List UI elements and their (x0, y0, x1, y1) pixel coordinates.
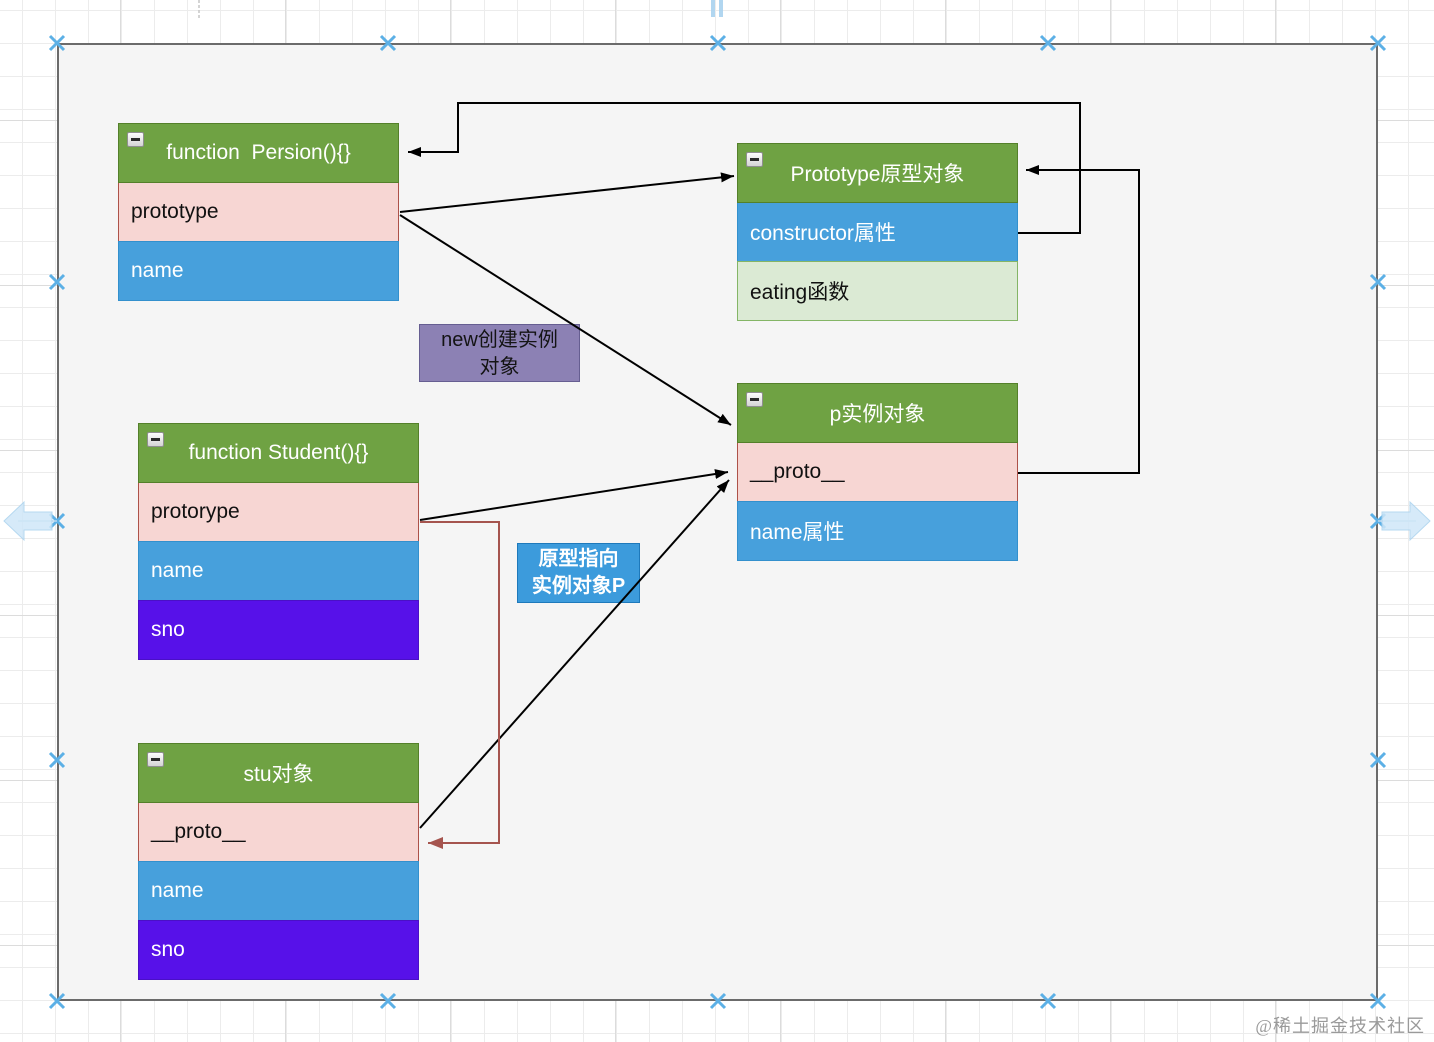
row-protorype[interactable]: protorype (138, 482, 419, 542)
box-title: p实例对象 (829, 403, 926, 426)
row-label: __proto__ (151, 820, 246, 843)
row-label: __proto__ (750, 460, 845, 483)
row-prototype[interactable]: prototype (118, 182, 399, 242)
watermark: @稀土掘金技术社区 (1255, 1016, 1425, 1036)
row-label: eating函数 (750, 281, 850, 304)
box-title: function Student(){} (188, 441, 369, 464)
row-name[interactable]: name (138, 861, 419, 921)
row-constructor[interactable]: constructor属性 (737, 202, 1018, 262)
note-new-instance[interactable]: new创建实例 对象 (419, 324, 580, 382)
box-title: Prototype原型对象 (790, 163, 965, 186)
row-label: constructor属性 (750, 222, 896, 245)
row-label: name (151, 559, 204, 582)
row-label: sno (151, 618, 185, 641)
uml-box-persion-header[interactable]: function Persion(){} (118, 123, 399, 183)
note-line: new创建实例 (441, 329, 558, 351)
note-proto-points[interactable]: 原型指向 实例对象P (517, 543, 640, 603)
uml-box-student[interactable]: function Student(){} protorype name sno (138, 423, 419, 660)
uml-box-stu[interactable]: stu对象 __proto__ name sno (138, 743, 419, 980)
note-line: 对象 (479, 356, 520, 378)
uml-box-prototype-object[interactable]: Prototype原型对象 constructor属性 eating函数 (737, 143, 1018, 321)
uml-box-p-instance-header[interactable]: p实例对象 (737, 383, 1018, 443)
row-name[interactable]: name (138, 541, 419, 601)
box-title: stu对象 (243, 763, 314, 786)
note-line: 实例对象P (531, 575, 626, 597)
row-proto[interactable]: __proto__ (737, 442, 1018, 502)
uml-box-stu-header[interactable]: stu对象 (138, 743, 419, 803)
row-proto[interactable]: __proto__ (138, 802, 419, 862)
uml-box-student-header[interactable]: function Student(){} (138, 423, 419, 483)
scroll-hint-top-icon[interactable] (719, 0, 723, 17)
row-eating[interactable]: eating函数 (737, 261, 1018, 321)
note-line: 原型指向 (538, 548, 619, 570)
box-title: function Persion(){} (166, 141, 351, 164)
collapse-minus-icon[interactable] (147, 752, 164, 767)
row-sno[interactable]: sno (138, 600, 419, 660)
row-sno[interactable]: sno (138, 920, 419, 980)
uml-box-p-instance[interactable]: p实例对象 __proto__ name属性 (737, 383, 1018, 561)
collapse-minus-icon[interactable] (127, 132, 144, 147)
row-label: prototype (131, 200, 219, 223)
row-label: protorype (151, 500, 240, 523)
uml-box-persion[interactable]: function Persion(){} prototype name (118, 123, 399, 301)
collapse-minus-icon[interactable] (147, 432, 164, 447)
row-name[interactable]: name (118, 241, 399, 301)
row-label: name属性 (750, 521, 845, 544)
row-label: sno (151, 938, 185, 961)
scroll-hint-left-arrow-icon[interactable] (3, 500, 53, 542)
scroll-hint-right-arrow-icon[interactable] (1381, 500, 1431, 542)
collapse-minus-icon[interactable] (746, 392, 763, 407)
row-label: name (151, 879, 204, 902)
uml-box-prototype-object-header[interactable]: Prototype原型对象 (737, 143, 1018, 203)
scroll-hint-top-icon[interactable] (711, 0, 715, 17)
collapse-minus-icon[interactable] (746, 152, 763, 167)
row-name-attr[interactable]: name属性 (737, 501, 1018, 561)
row-label: name (131, 259, 184, 282)
